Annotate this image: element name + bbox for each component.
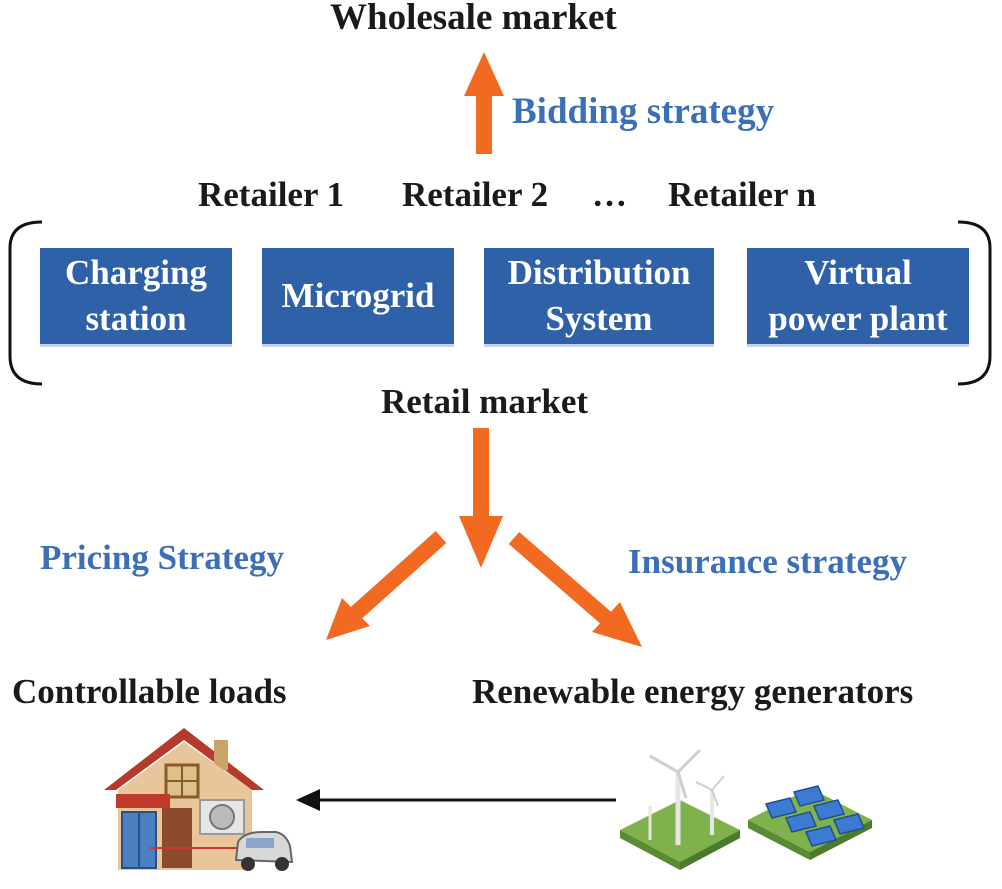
virtual-power-plant-line2: power plant [768, 299, 948, 338]
retailer-2-label: Retailer 2 [402, 175, 549, 214]
retailer-n-label: Retailer n [668, 175, 817, 214]
charging-station-box: Charging station [40, 248, 232, 344]
virtual-power-plant-line1: Virtual [804, 253, 912, 292]
left-bracket [8, 220, 43, 386]
distribution-system-line1: Distribution [507, 253, 691, 292]
energy-flow-arrow-icon [296, 789, 616, 811]
wholesale-market-label: Wholesale market [330, 0, 617, 38]
microgrid-box: Microgrid [262, 248, 454, 344]
charging-station-line1: Charging [65, 253, 207, 292]
charging-station-line2: station [85, 299, 187, 338]
insurance-strategy-label: Insurance strategy [628, 542, 907, 581]
retailer-1-label: Retailer 1 [198, 175, 345, 214]
retail-market-label: Retail market [381, 382, 589, 421]
bidding-strategy-label: Bidding strategy [512, 91, 775, 132]
retail-down-arrow-icon [459, 428, 503, 568]
right-bracket [957, 220, 992, 386]
wind-turbine-icon [620, 748, 740, 870]
virtual-power-plant-box: Virtual power plant [747, 248, 969, 344]
microgrid-label: Microgrid [281, 276, 435, 315]
insurance-arrow-icon [508, 531, 642, 647]
controllable-loads-label: Controllable loads [12, 672, 287, 711]
pricing-strategy-label: Pricing Strategy [40, 538, 284, 577]
distribution-system-line2: System [545, 299, 653, 338]
house-icon [104, 728, 294, 871]
renewable-generators-label: Renewable energy generators [472, 672, 914, 711]
solar-panel-icon [748, 785, 872, 860]
pricing-arrow-icon [326, 531, 447, 640]
retailer-ellipsis: … [592, 175, 627, 214]
bidding-arrow-icon [464, 52, 504, 154]
